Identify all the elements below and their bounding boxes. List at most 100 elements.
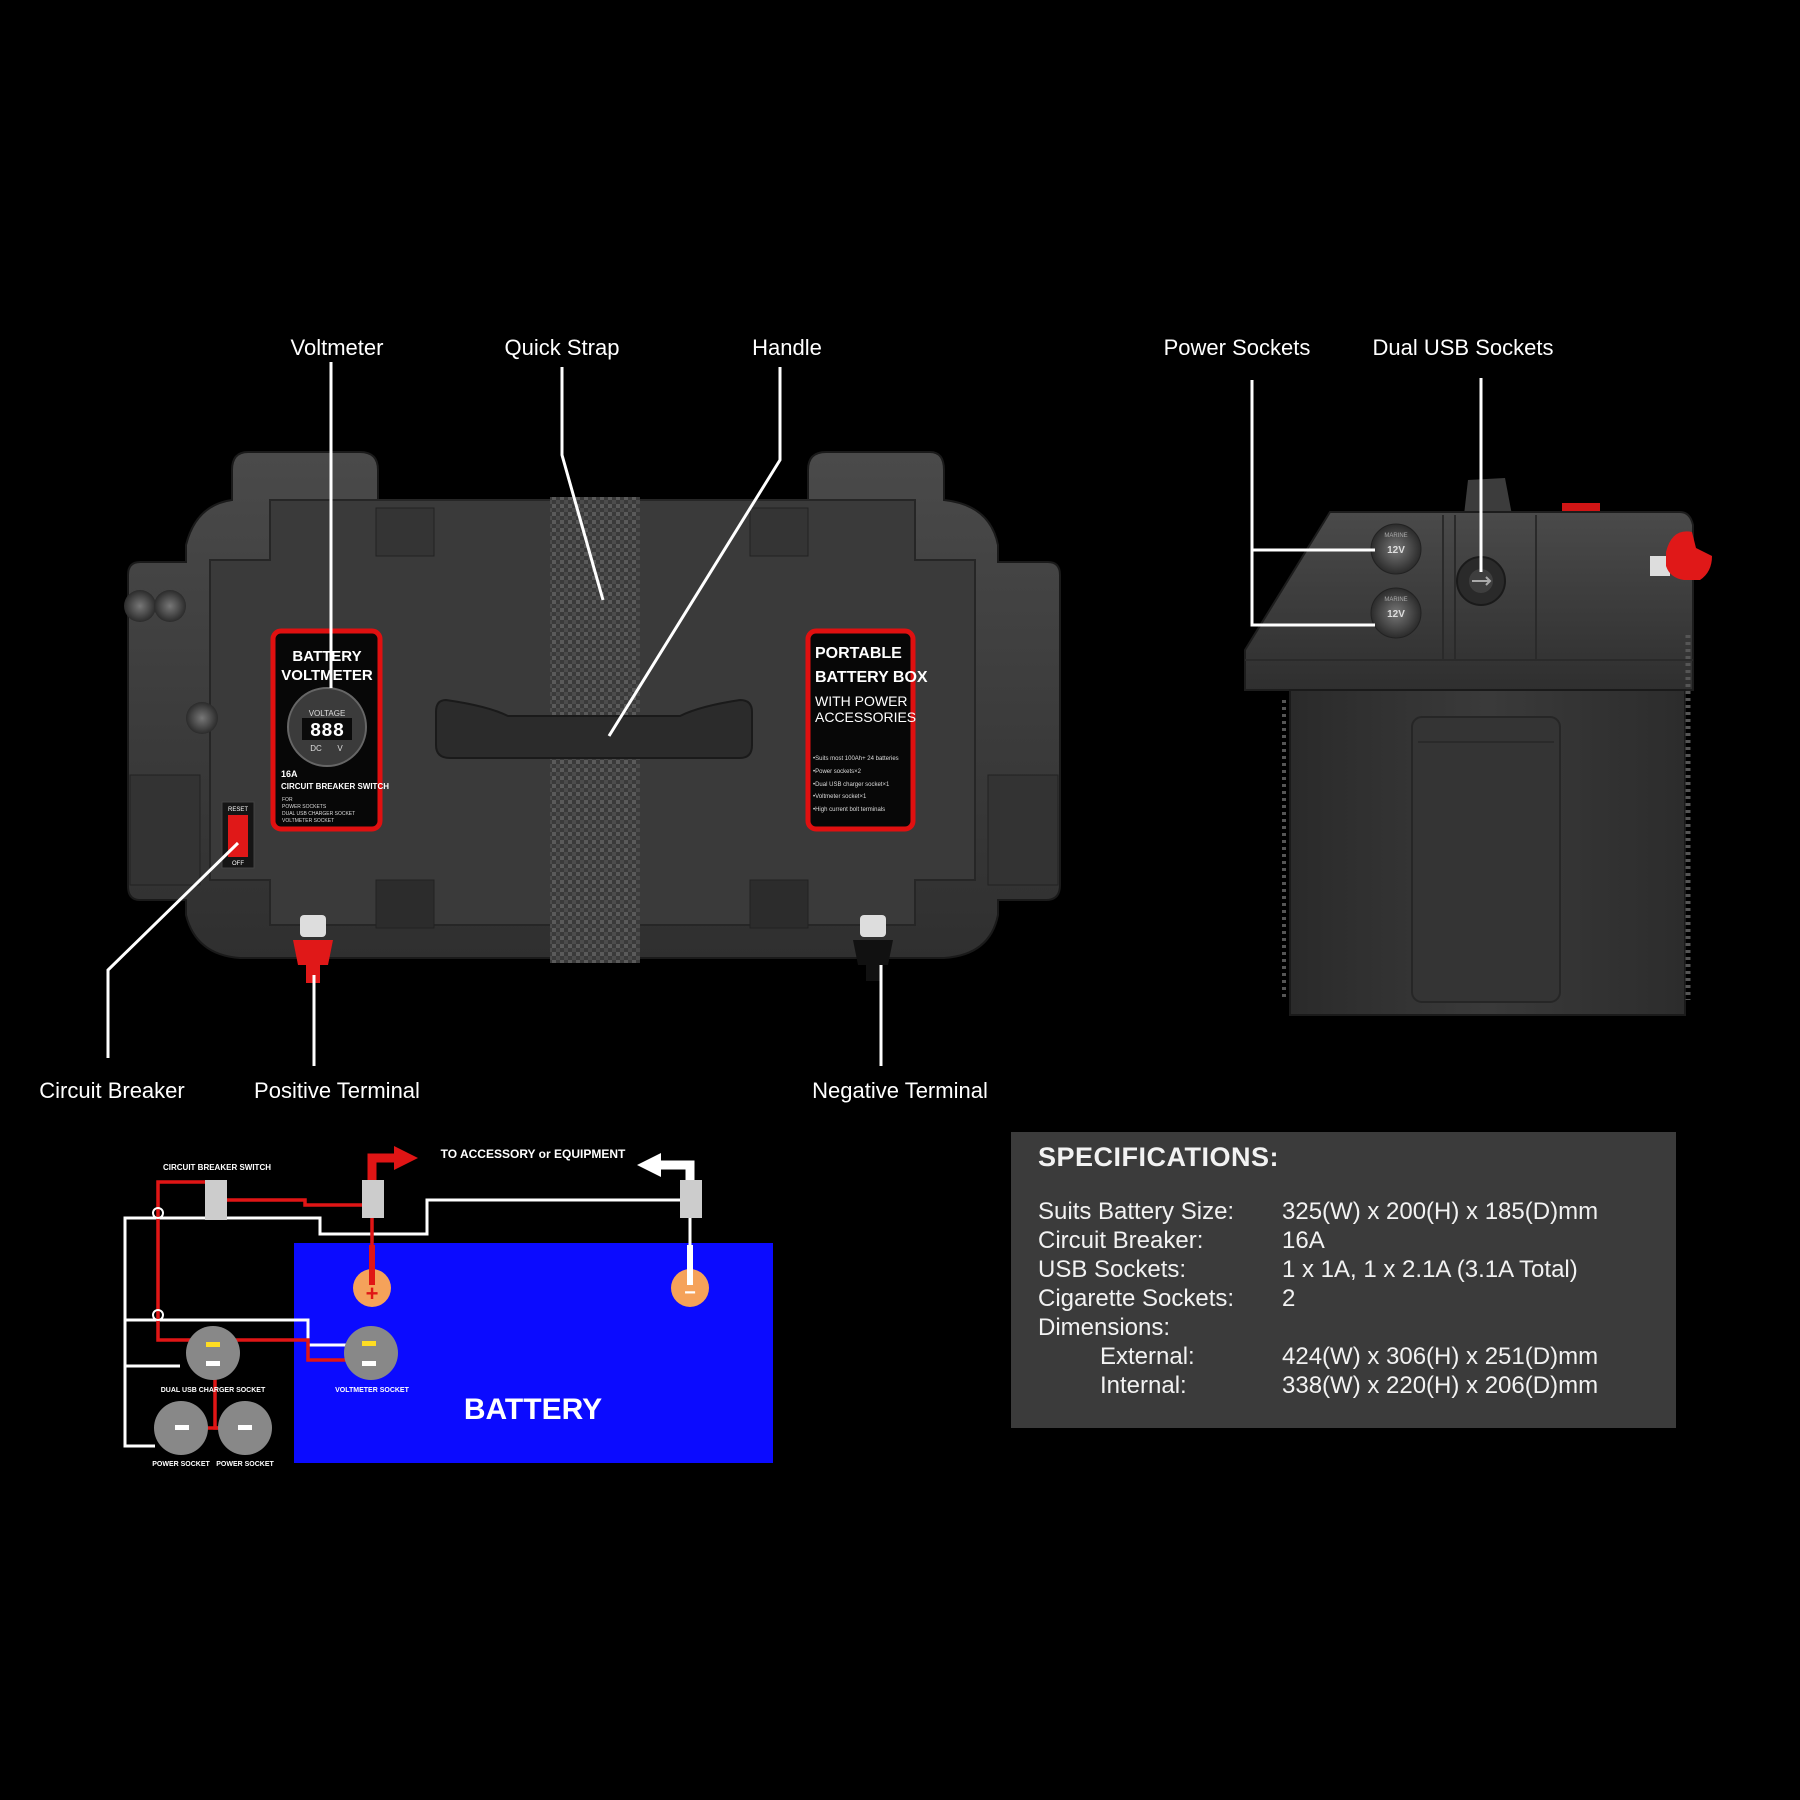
battery-positive-terminal [353, 1269, 391, 1307]
pbb-bullet-3: •Dual USB charger socket×1 [813, 782, 890, 788]
callout-positive-terminal: Positive Terminal [254, 1078, 420, 1103]
callout-voltmeter: Voltmeter [291, 335, 384, 360]
spec-key: Internal: [1100, 1372, 1187, 1399]
pbb-line-2: BATTERY BOX [815, 669, 928, 686]
negative-terminal [853, 915, 893, 981]
wing-nut-icon [1650, 531, 1712, 580]
spec-row: Internal: 338(W) x 220(H) x 206(D)mm [1038, 1372, 1598, 1400]
spec-value: 325(W) x 200(H) x 185(D)mm [1282, 1198, 1599, 1225]
breaker-switch-text: CIRCUIT BREAKER SWITCH [281, 782, 389, 791]
socket-label: 12V [1387, 545, 1405, 556]
power-socket-icon: MARINE 12V [1370, 523, 1422, 575]
voltage-word: VOLTAGE [309, 709, 346, 718]
power-socket-1-label: POWER SOCKET [152, 1461, 210, 1468]
battery-label: BATTERY [464, 1393, 602, 1426]
front-view: BATTERY VOLTMETER VOLTAGE 888 DC V 16A C… [124, 451, 1061, 983]
marine-label: MARINE [1384, 533, 1407, 539]
wiring-diagram: BATTERY TO ACCESSORY or EQUIPMENT CIRCUI… [123, 1146, 773, 1468]
voltmeter-socket-icon [344, 1326, 398, 1380]
callout-quick-strap: Quick Strap [505, 335, 620, 360]
arrow-head-white [637, 1153, 661, 1177]
pbb-bullet-5: •High current bolt terminals [813, 807, 885, 813]
dual-usb-socket-icon [186, 1326, 240, 1380]
voltmeter-display [302, 718, 352, 740]
breaker-line-3: VOLTMETER SOCKET [282, 818, 334, 824]
spec-row: External: 424(W) x 306(H) x 251(D)mm [1038, 1343, 1598, 1371]
spec-value: 2 [1282, 1285, 1296, 1312]
portable-battery-box-panel: PORTABLE BATTERY BOX WITH POWER ACCESSOR… [805, 628, 928, 832]
callout-power-sockets: Power Sockets [1164, 335, 1311, 360]
spec-key: External: [1100, 1343, 1195, 1370]
side-socket-icon [186, 702, 218, 734]
voltmeter-panel: BATTERY VOLTMETER VOLTAGE 888 DC V 16A C… [270, 628, 389, 832]
handle [435, 698, 753, 759]
pbb-line-1: PORTABLE [815, 645, 902, 662]
spec-row: Suits Battery Size: 325(W) x 200(H) x 185… [1038, 1198, 1598, 1226]
reset-label: RESET [228, 807, 248, 813]
pbb-line-3: WITH POWER [815, 693, 908, 709]
side-view: MARINE 12V MARINE 12V [1244, 478, 1712, 1016]
specifications-title: SPECIFICATIONS: [1038, 1142, 1280, 1172]
breaker-line-1: POWER SOCKETS [282, 804, 327, 810]
corner-recess [375, 507, 435, 557]
marine-label: MARINE [1384, 597, 1407, 603]
pbb-line-4: ACCESSORIES [815, 709, 916, 725]
voltmeter-title-1: BATTERY [292, 648, 361, 665]
to-accessory-label: TO ACCESSORY or EQUIPMENT [441, 1147, 626, 1161]
callout-leaders [106, 362, 1483, 1066]
spec-value: 424(W) x 306(H) x 251(D)mm [1282, 1343, 1599, 1370]
spec-row: Circuit Breaker: 16A [1038, 1227, 1325, 1255]
callout-handle: Handle [752, 335, 822, 360]
spec-key: Suits Battery Size: [1038, 1198, 1235, 1225]
side-socket-icon [124, 590, 156, 622]
voltmeter-title-2: VOLTMETER [281, 667, 373, 684]
positive-terminal [293, 915, 333, 983]
usb-socket-icon [1456, 556, 1506, 606]
spec-value: 16A [1282, 1227, 1325, 1254]
callout-negative-terminal: Negative Terminal [812, 1078, 988, 1103]
pbb-bullet-4: •Voltmeter socket×1 [813, 794, 867, 800]
specifications-panel: SPECIFICATIONS: Suits Battery Size: 325(W… [1011, 1132, 1676, 1428]
minus-sign: − [684, 1282, 696, 1304]
v-label: V [337, 744, 343, 753]
circuit-breaker-switch[interactable]: RESET OFF [221, 801, 255, 869]
spec-row: USB Sockets: 1 x 1A, 1 x 2.1A (3.1A Total… [1038, 1256, 1578, 1284]
off-label: OFF [232, 861, 244, 867]
dc-label: DC [310, 744, 322, 753]
spec-key: USB Sockets: [1038, 1256, 1187, 1283]
corner-recess [375, 879, 435, 929]
breaker-for: FOR [282, 797, 293, 803]
power-socket-icon: MARINE 12V [1370, 587, 1422, 639]
power-socket-2-label: POWER SOCKET [216, 1461, 274, 1468]
side-label-recess [1411, 716, 1561, 1003]
voltmeter-digits: 888 [310, 720, 344, 742]
corner-recess [129, 774, 201, 886]
spec-row: Dimensions: [1038, 1314, 1282, 1342]
voltmeter-socket-label: VOLTMETER SOCKET [335, 1387, 409, 1394]
arrow-head-red [394, 1146, 418, 1170]
plus-sign: + [366, 1281, 379, 1306]
spec-key: Dimensions: [1038, 1314, 1171, 1341]
spec-value: 338(W) x 220(H) x 206(D)mm [1282, 1372, 1599, 1399]
corner-recess [987, 774, 1059, 886]
callout-circuit-breaker: Circuit Breaker [39, 1078, 184, 1103]
spec-value: 1 x 1A, 1 x 2.1A (3.1A Total) [1282, 1256, 1578, 1283]
corner-recess [749, 879, 809, 929]
breaker-switch-block [205, 1180, 227, 1220]
corner-recess [749, 507, 809, 557]
pbb-bullet-2: •Power sockets×2 [813, 769, 862, 775]
breaker-switch-label: CIRCUIT BREAKER SWITCH [163, 1163, 271, 1172]
dual-usb-socket-label: DUAL USB CHARGER SOCKET [161, 1387, 266, 1394]
callout-labels: Voltmeter Quick Strap Handle Power Socke… [39, 335, 1553, 1103]
spec-row: Cigarette Sockets: 2 [1038, 1285, 1295, 1313]
breaker-line-2: DUAL USB CHARGER SOCKET [282, 811, 355, 817]
spec-key: Cigarette Sockets: [1038, 1285, 1235, 1312]
breaker-amps: 16A [281, 769, 298, 779]
side-red-tab [1562, 503, 1600, 512]
battery-negative-terminal [671, 1269, 709, 1307]
pbb-bullet-1: •Suits most 100Ah+ 24 batteries [813, 756, 899, 762]
side-socket-icon [154, 590, 186, 622]
socket-label: 12V [1387, 609, 1405, 620]
spec-key: Circuit Breaker: [1038, 1227, 1204, 1254]
